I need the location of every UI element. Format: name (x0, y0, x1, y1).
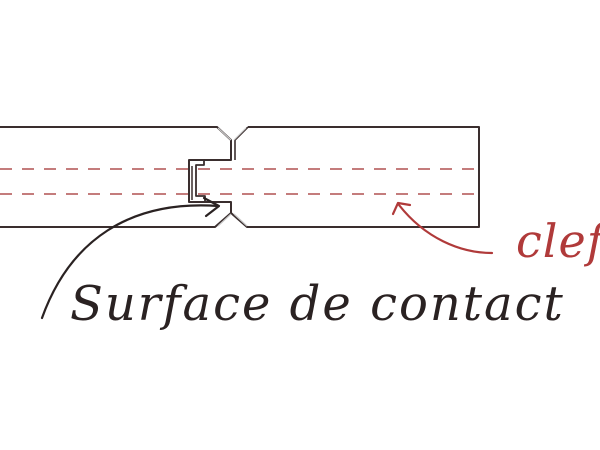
contact-arrow-head (202, 196, 221, 218)
joint-highlight (217, 127, 248, 227)
right-beam (217, 126, 480, 228)
key-arrow-head (391, 201, 412, 216)
dashed-lines (0, 168, 478, 195)
key-arrow-curve (397, 203, 494, 255)
key-label: clef (516, 214, 600, 268)
contact-surface-label: Surface de contact (70, 276, 565, 332)
right-beam-joint (234, 126, 249, 160)
contact-arrow (40, 196, 221, 320)
left-beam (0, 126, 232, 228)
key-notch (189, 159, 206, 202)
right-beam-outline (230, 126, 480, 228)
contact-arrow-curve (40, 204, 220, 320)
key-arrow (391, 201, 494, 255)
